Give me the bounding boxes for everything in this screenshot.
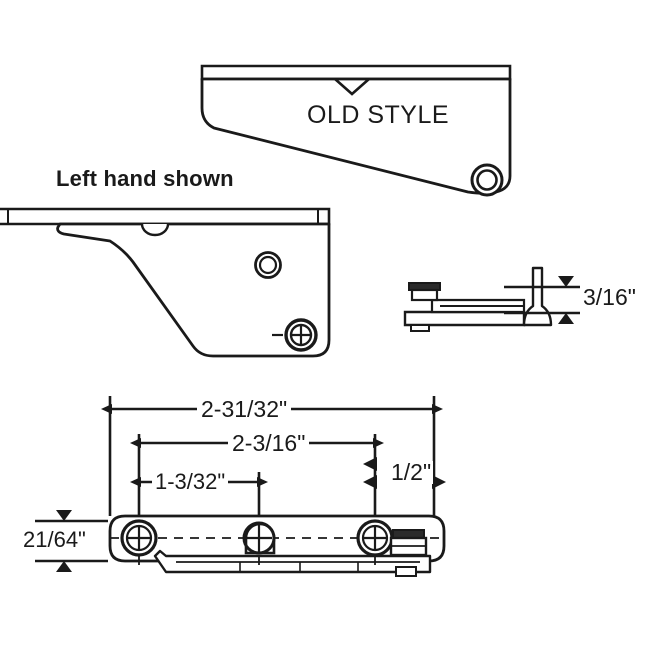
top-view-body (200, 77, 512, 195)
side-view-round-hole-inner (258, 255, 278, 275)
side-view-flange (0, 207, 331, 226)
dim-arrow-half-upper (363, 457, 377, 471)
dimension-label-plate-height: 21/64" (23, 527, 86, 552)
left-hand-shown-label: Left hand shown (56, 166, 234, 191)
dim-thickness-arrow-bottom (558, 313, 574, 324)
dimension-label-first-hole-span: 1-3/32" (152, 471, 229, 493)
top-profile-view (200, 64, 512, 197)
side-profile-view (0, 207, 331, 358)
dim-height-arrow-top (56, 510, 72, 521)
right-angle-tab (522, 266, 553, 327)
plan-roller-cap (392, 529, 425, 539)
dim-arrow-half-right (432, 475, 446, 489)
dimension-label-overall-length: 2-31/32" (197, 398, 292, 421)
plan-roller-foot (395, 566, 417, 577)
dimension-label-hole-span: 2-3/16" (228, 432, 310, 455)
dim-thickness-arrow-top (558, 276, 574, 287)
dimension-label-end-offset: 1/2" (389, 459, 434, 485)
v-notch-icon (334, 78, 370, 96)
top-view-flange (200, 64, 512, 81)
roller-foot (410, 324, 430, 332)
dim-height-arrow-bottom (56, 561, 72, 572)
roller-body (410, 288, 439, 302)
old-style-label: OLD STYLE (307, 101, 450, 129)
pivot-eyelet-inner (476, 169, 498, 191)
dimension-label-material-thickness: 3/16" (583, 284, 636, 310)
dim-arrow-half-left (363, 475, 377, 489)
edge-view (403, 266, 580, 332)
semicircular-notch (140, 223, 170, 237)
plan-view (108, 508, 446, 577)
